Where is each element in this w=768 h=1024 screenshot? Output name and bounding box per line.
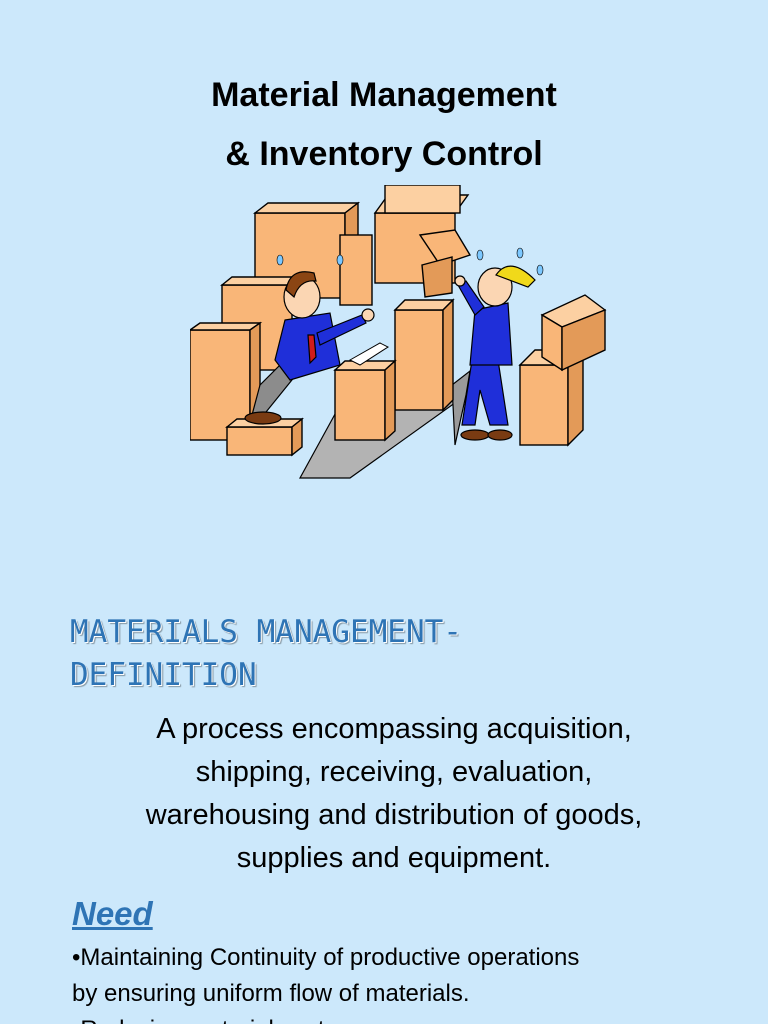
bullet-line: •Maintaining Continuity of productive op… bbox=[72, 944, 580, 971]
section-heading-line-1: MATERIALS MANAGEMENT- bbox=[70, 614, 462, 650]
definition-line: A process encompassing acquisition, bbox=[156, 713, 632, 745]
clipboard bbox=[348, 342, 390, 366]
sweat-drops bbox=[276, 247, 544, 276]
warehouse-workers-illustration bbox=[190, 185, 607, 479]
section-heading-line-2: DEFINITION bbox=[70, 657, 257, 693]
worker-right bbox=[454, 265, 536, 441]
need-heading: Need bbox=[72, 895, 153, 932]
definition-line: warehousing and distribution of goods, bbox=[145, 799, 643, 831]
definition-line: shipping, receiving, evaluation, bbox=[195, 756, 593, 788]
bullet-line: •Reducing material costs. bbox=[72, 1012, 343, 1024]
bullet-line: by ensuring uniform flow of materials. bbox=[72, 980, 470, 1007]
bullet-item: •Reducing material costs. bbox=[72, 1012, 343, 1024]
slide-title-line-1: Material Management bbox=[211, 76, 557, 114]
worker-left bbox=[244, 271, 375, 425]
slide-title-line-2: & Inventory Control bbox=[225, 135, 543, 173]
box-stack-back bbox=[190, 185, 472, 457]
box-stack-right bbox=[518, 294, 607, 447]
definition-line: supplies and equipment. bbox=[236, 842, 552, 874]
conveyor-side bbox=[451, 369, 471, 446]
definition-paragraph: A process encompassing acquisition, ship… bbox=[60, 708, 728, 880]
bullet-item: •Maintaining Continuity of productive op… bbox=[72, 940, 579, 1012]
